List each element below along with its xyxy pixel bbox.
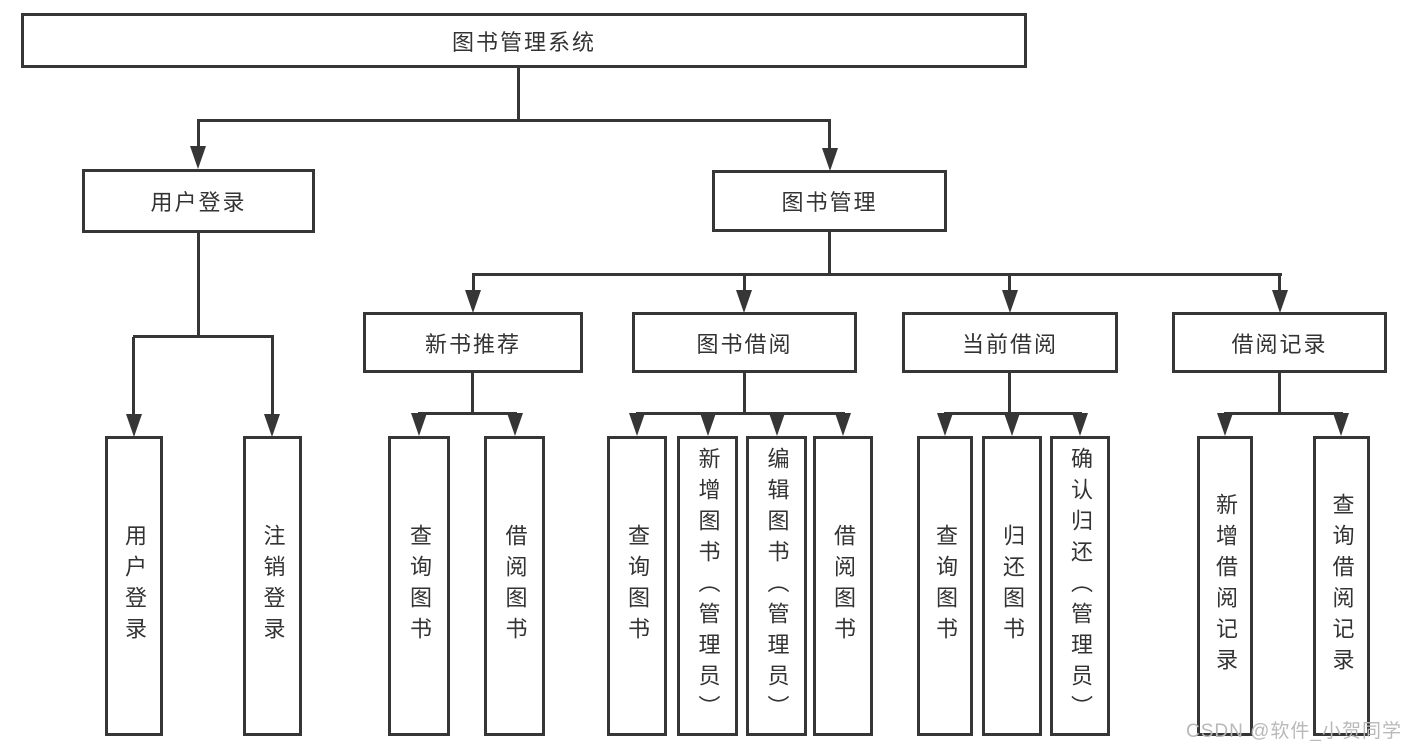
arrow-down-icon	[769, 413, 785, 436]
node-label: 借阅图书	[502, 524, 528, 648]
connector-leaf-drop	[271, 337, 274, 416]
connector-bb-hbar	[636, 412, 845, 415]
arrow-down-icon	[1333, 413, 1349, 436]
node-new-book-recommendation: 新书推荐	[363, 312, 583, 373]
arrow-down-icon	[937, 413, 953, 436]
arrow-down-icon	[1002, 290, 1018, 313]
leaf-bb-query-book: 查询图书	[607, 436, 667, 736]
connector-book-mgmt-drop	[828, 121, 831, 150]
node-book-borrowing: 图书借阅	[632, 312, 857, 373]
connector-br-stem	[1278, 373, 1281, 414]
node-current-borrowing: 当前借阅	[902, 312, 1118, 373]
connector-book-mgmt-hbar	[472, 273, 1282, 276]
node-borrowing-records: 借阅记录	[1172, 312, 1387, 373]
csdn-watermark: CSDN @软件_小贺同学	[1186, 721, 1402, 742]
connector-user-login-hbar	[133, 335, 274, 338]
leaf-cb-return-book: 归还图书	[982, 436, 1042, 736]
connector-cb-stem	[1008, 373, 1011, 414]
arrow-down-icon	[700, 413, 716, 436]
leaf-br-query-record: 查询借阅记录	[1313, 436, 1370, 736]
arrow-down-icon	[264, 414, 280, 437]
node-library-system: 图书管理系统	[21, 13, 1027, 68]
connector-l3-drop	[743, 275, 746, 292]
node-label: 借阅图书	[831, 524, 856, 648]
leaf-bb-borrow-book: 借阅图书	[813, 436, 873, 736]
node-label: 新书推荐	[424, 331, 521, 357]
connector-root-hbar	[197, 119, 831, 122]
arrow-down-icon	[736, 290, 752, 313]
node-label: 新增图书（管理员）	[695, 446, 721, 726]
arrow-down-icon	[835, 413, 851, 436]
arrow-down-icon	[507, 413, 523, 436]
leaf-logout: 注销登录	[243, 436, 302, 736]
arrow-down-icon	[126, 414, 142, 437]
leaf-rec-query-book: 查询图书	[388, 436, 450, 736]
arrow-down-icon	[465, 290, 481, 313]
node-label: 查询图书	[407, 524, 432, 648]
leaf-rec-borrow-book: 借阅图书	[484, 436, 545, 736]
arrow-down-icon	[822, 148, 838, 171]
connector-rec-stem	[471, 373, 474, 414]
node-label: 当前借阅	[961, 331, 1058, 357]
node-book-management: 图书管理	[712, 170, 947, 232]
node-label: 确认归还（管理员）	[1068, 446, 1093, 726]
node-label: 注销登录	[260, 524, 286, 648]
node-label: 查询借阅记录	[1329, 493, 1355, 679]
node-label: 查询图书	[933, 524, 958, 648]
arrow-down-icon	[1217, 413, 1233, 436]
node-label: 用户登录	[122, 524, 147, 648]
node-label: 图书借阅	[696, 331, 793, 357]
arrow-down-icon	[1072, 413, 1088, 436]
leaf-bb-add-book-admin: 新增图书（管理员）	[677, 436, 738, 736]
connector-leaf-drop	[132, 337, 135, 416]
node-label: 用户登录	[150, 190, 247, 215]
arrow-down-icon	[1272, 290, 1288, 313]
node-label: 归还图书	[1000, 524, 1025, 648]
node-label: 查询图书	[625, 524, 650, 648]
arrow-down-icon	[411, 413, 427, 436]
connector-book-mgmt-stem	[828, 232, 831, 275]
connector-user-login-stem	[197, 233, 200, 337]
node-label: 图书管理	[781, 190, 878, 215]
leaf-br-add-record: 新增借阅记录	[1197, 436, 1253, 736]
connector-root-stem	[517, 68, 520, 121]
node-label: 图书管理系统	[451, 29, 596, 55]
connector-l3-drop	[1278, 275, 1281, 292]
node-label: 借阅记录	[1231, 331, 1328, 357]
connector-l3-drop	[1008, 275, 1011, 292]
connector-bb-stem	[743, 373, 746, 414]
connector-user-login-drop	[197, 121, 200, 148]
connector-l3-drop	[472, 275, 475, 292]
node-label: 新增借阅记录	[1213, 493, 1238, 679]
arrow-down-icon	[629, 413, 645, 436]
arrow-down-icon	[190, 146, 206, 169]
leaf-bb-edit-book-admin: 编辑图书（管理员）	[746, 436, 807, 736]
connector-rec-hbar	[418, 412, 517, 415]
node-label: 编辑图书（管理员）	[764, 446, 790, 726]
leaf-user-login: 用户登录	[105, 436, 163, 736]
leaf-cb-confirm-return-admin: 确认归还（管理员）	[1050, 436, 1110, 736]
connector-br-hbar	[1224, 412, 1343, 415]
node-user-login: 用户登录	[82, 169, 315, 233]
arrow-down-icon	[1004, 413, 1020, 436]
leaf-cb-query-book: 查询图书	[917, 436, 973, 736]
